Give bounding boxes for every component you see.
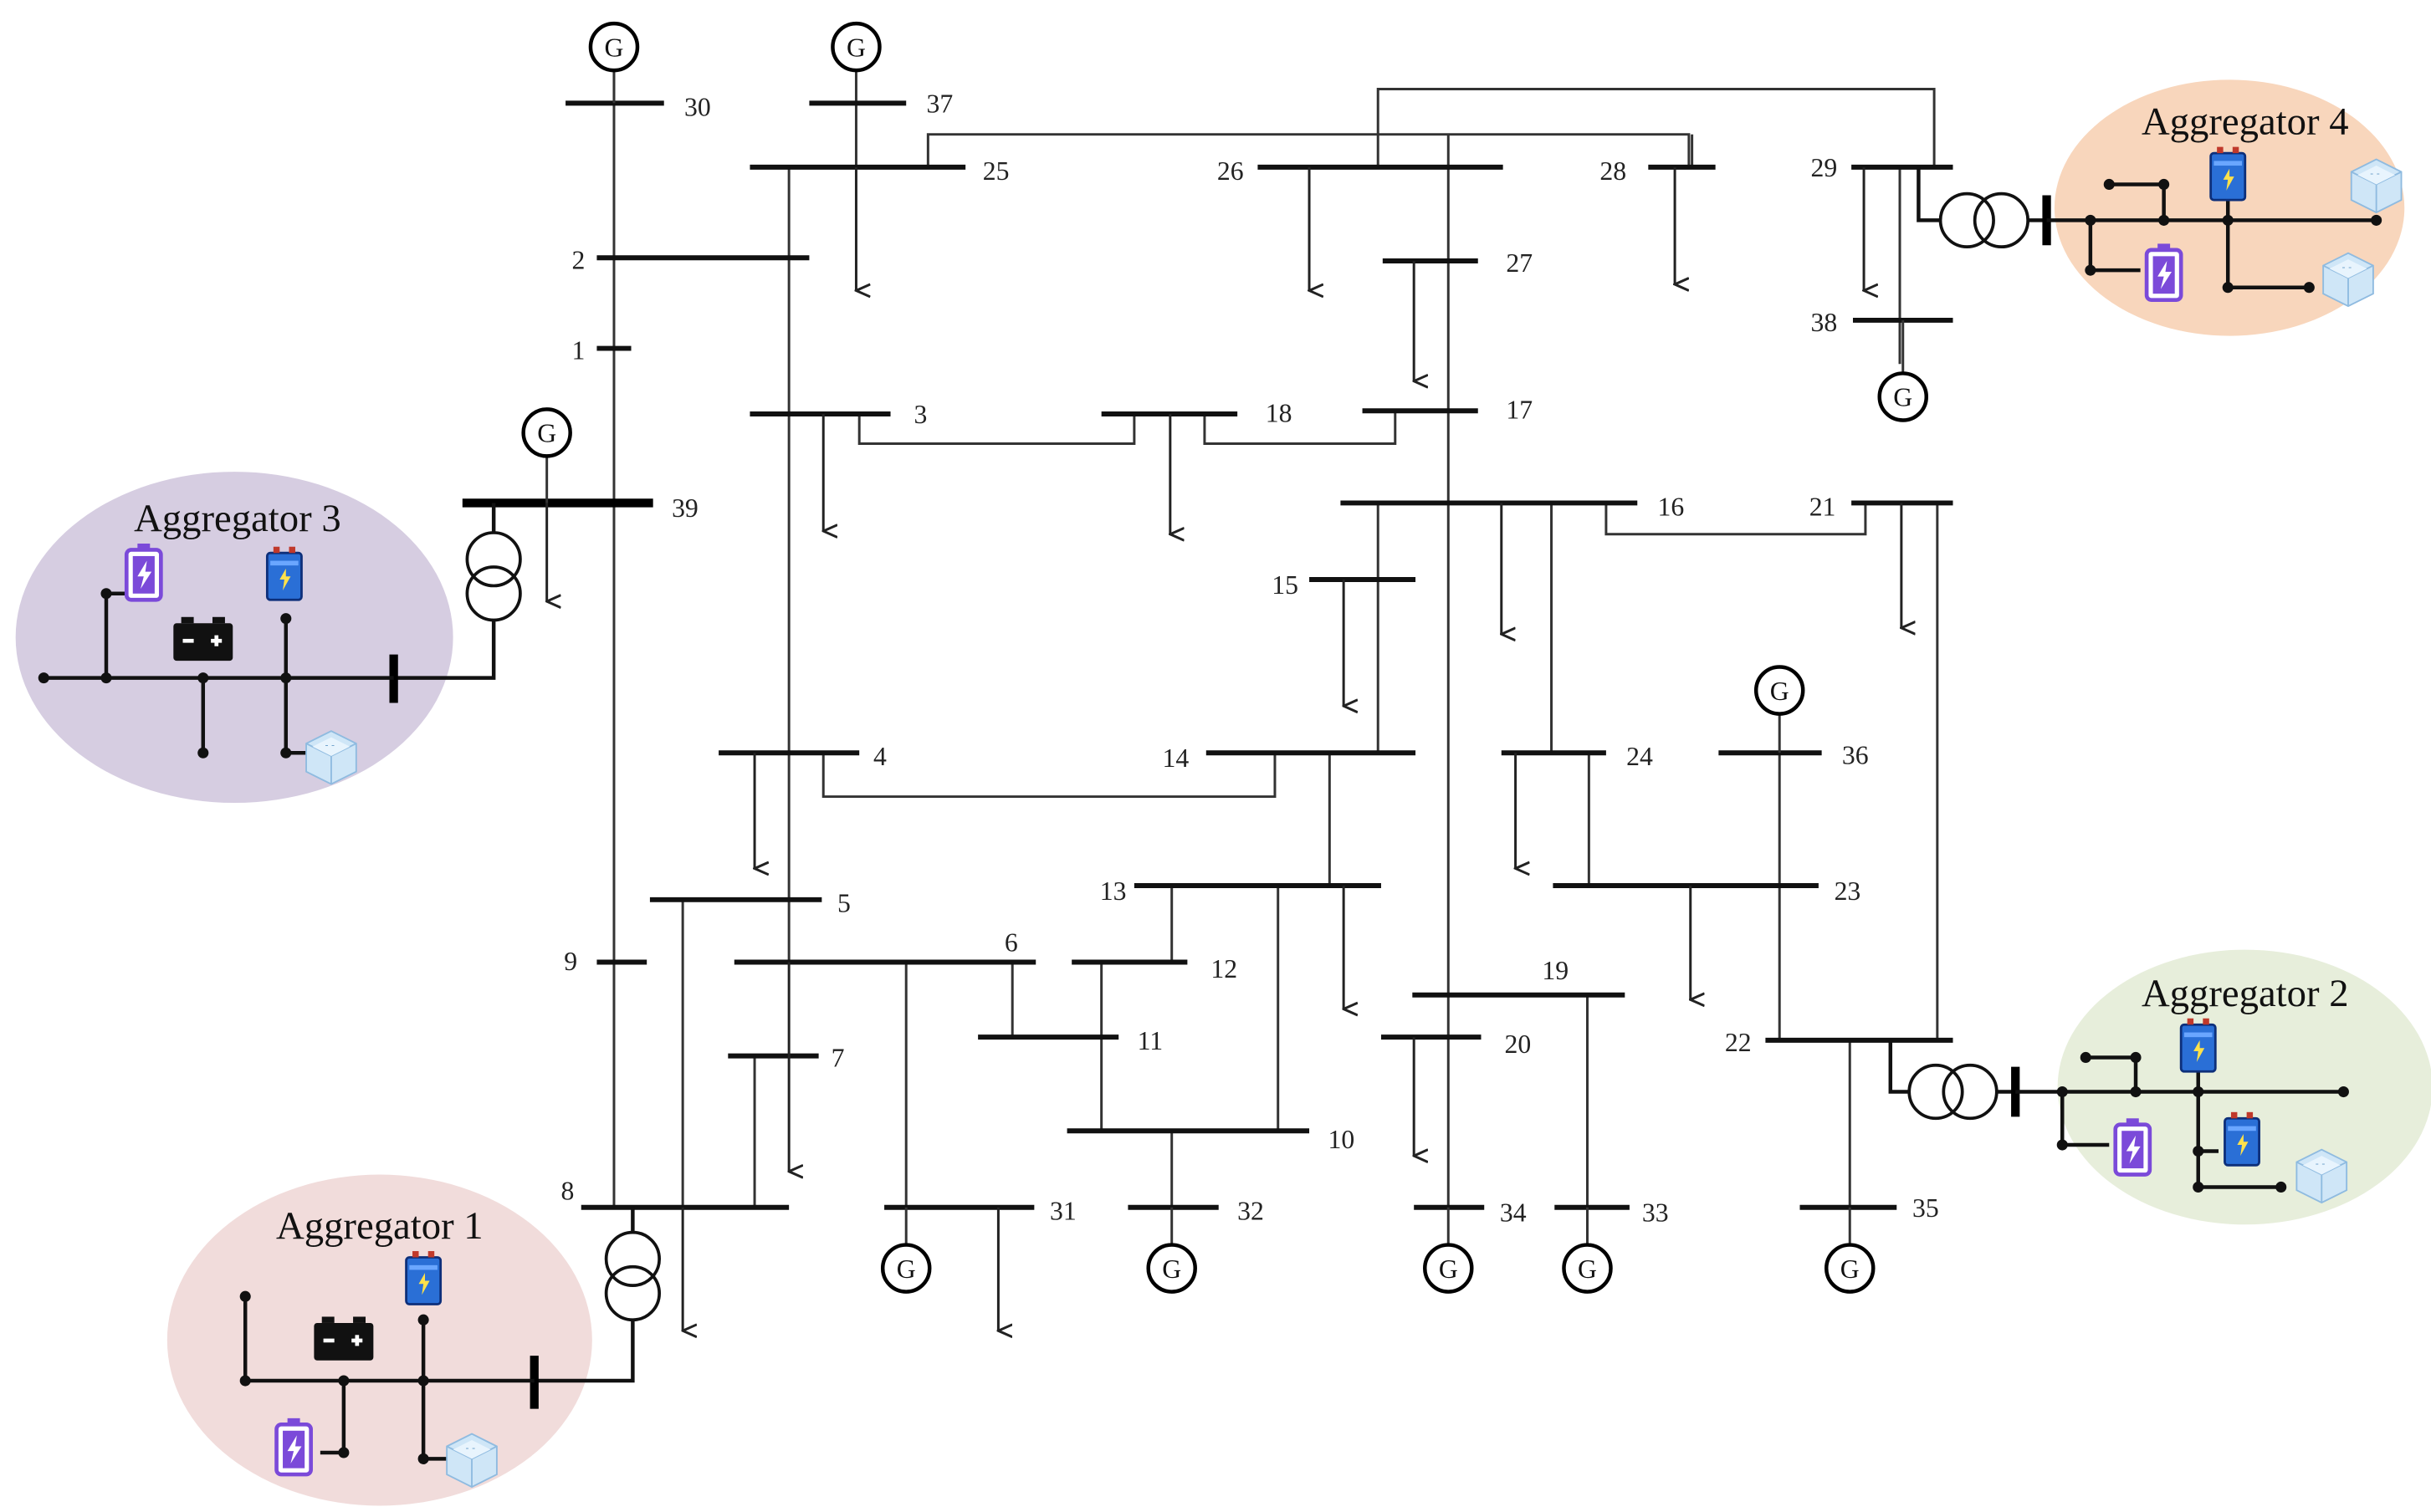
generator-label: G: [847, 33, 866, 62]
aggregator-4-label: Aggregator 4: [2142, 100, 2349, 144]
bus-label: 6: [1005, 927, 1018, 957]
generator-label: G: [1893, 383, 1912, 412]
transformer-icon: [534, 1207, 661, 1383]
generator-icon: [831, 21, 882, 73]
battery-icon: [265, 545, 303, 601]
aggregator-3-label: Aggregator 3: [134, 497, 341, 540]
energy-storage-icon: [446, 1433, 498, 1488]
bus-label: 29: [1811, 153, 1838, 182]
buses: [566, 100, 1953, 1210]
bus-label: 27: [1506, 248, 1533, 278]
aggregator-2-network: Aggregator 2: [2011, 972, 2349, 1204]
energy-storage-icon: [2295, 1148, 2348, 1204]
generator-label: G: [1578, 1254, 1597, 1284]
bus-label: 34: [1500, 1198, 1527, 1228]
generator-label: G: [1162, 1254, 1181, 1284]
aggregator-1-network: Aggregator 1: [239, 1204, 539, 1488]
bus-label: 33: [1642, 1198, 1669, 1228]
aggregator-4-network: Aggregator 4: [2042, 100, 2403, 308]
bus-label: 16: [1658, 492, 1685, 521]
battery-icon: [2179, 1017, 2217, 1073]
ev-charging-icon: [2116, 1118, 2150, 1174]
bus-label: 21: [1809, 492, 1836, 521]
aggregator-3-network: Aggregator 3: [38, 497, 398, 785]
bus-label: 1: [572, 336, 586, 365]
bus-label: 37: [926, 89, 953, 119]
bus-label: 3: [914, 400, 928, 429]
generator-icon: [1423, 1243, 1474, 1294]
bus-label: 17: [1506, 396, 1533, 425]
bus-label: 30: [684, 92, 711, 121]
bus-label: 7: [832, 1044, 845, 1073]
ev-charging-icon: [2147, 243, 2181, 299]
bus-label: 24: [1626, 742, 1653, 771]
car-battery-icon: [314, 1316, 374, 1361]
bus-labels: 30 37 25 26 28 29 2 27 38 1 3 18 17 39 1…: [560, 89, 1938, 1228]
generator-icon: [1877, 371, 1929, 422]
bus-label: 39: [672, 493, 699, 523]
generators: G G G G G G G G G G: [521, 21, 1929, 1294]
bus-label: 19: [1542, 956, 1569, 985]
generator-icon: [588, 21, 640, 73]
generator-label: G: [1840, 1254, 1860, 1284]
car-battery-icon: [173, 616, 233, 662]
generator-icon: [1824, 1243, 1876, 1294]
generator-icon: [1753, 665, 1805, 716]
bus-label: 22: [1725, 1028, 1752, 1057]
bus-label: 36: [1842, 740, 1869, 769]
bus-label: 14: [1163, 743, 1190, 773]
transmission-lines: [612, 70, 1939, 1208]
energy-storage-icon: [2350, 158, 2403, 214]
bus-label: 10: [1328, 1125, 1354, 1154]
bus-label: 20: [1505, 1029, 1532, 1059]
bus-label: 12: [1210, 954, 1237, 983]
bus-label: 35: [1912, 1193, 1939, 1223]
bus-label: 2: [572, 245, 586, 274]
aggregator-1-area: [166, 1174, 592, 1506]
generator-icon: [1146, 1243, 1197, 1294]
generator-label: G: [1770, 677, 1789, 706]
bus-label: 5: [837, 889, 851, 918]
battery-icon: [405, 1249, 443, 1305]
bus-label: 31: [1050, 1197, 1077, 1226]
bus-label: 26: [1217, 156, 1244, 186]
bus-label: 38: [1811, 308, 1838, 337]
generator-label: G: [537, 419, 556, 448]
energy-storage-icon: [305, 730, 357, 785]
generator-icon: [1562, 1243, 1613, 1294]
bus-label: 23: [1835, 876, 1861, 906]
generator-icon: [521, 407, 572, 458]
bus-label: 32: [1237, 1197, 1264, 1226]
transformer-icon: [1888, 1040, 2016, 1121]
energy-storage-icon: [2322, 252, 2374, 308]
ev-charging-icon: [126, 544, 161, 600]
bus-label: 8: [560, 1176, 574, 1205]
aggregator-1-label: Aggregator 1: [276, 1204, 484, 1248]
bus-label: 15: [1272, 570, 1298, 600]
generator-icon: [880, 1243, 932, 1294]
bus-label: 9: [564, 947, 577, 976]
bus-label: 4: [873, 742, 887, 771]
battery-icon: [2209, 146, 2247, 202]
bus-label: 28: [1599, 156, 1626, 186]
bus-label: 18: [1266, 398, 1292, 427]
transformer-icon: [393, 503, 522, 680]
generator-label: G: [605, 33, 624, 62]
bus-label: 13: [1100, 876, 1127, 906]
bus-label: 25: [983, 156, 1010, 186]
ev-charging-icon: [277, 1418, 311, 1474]
generator-label: G: [1439, 1254, 1458, 1284]
transformer-icon: [1917, 166, 2047, 249]
bus-label: 11: [1138, 1026, 1164, 1055]
generator-label: G: [897, 1254, 916, 1284]
battery-icon: [2224, 1111, 2260, 1167]
aggregator-2-label: Aggregator 2: [2142, 972, 2349, 1015]
load-arrows: [547, 166, 1901, 1331]
